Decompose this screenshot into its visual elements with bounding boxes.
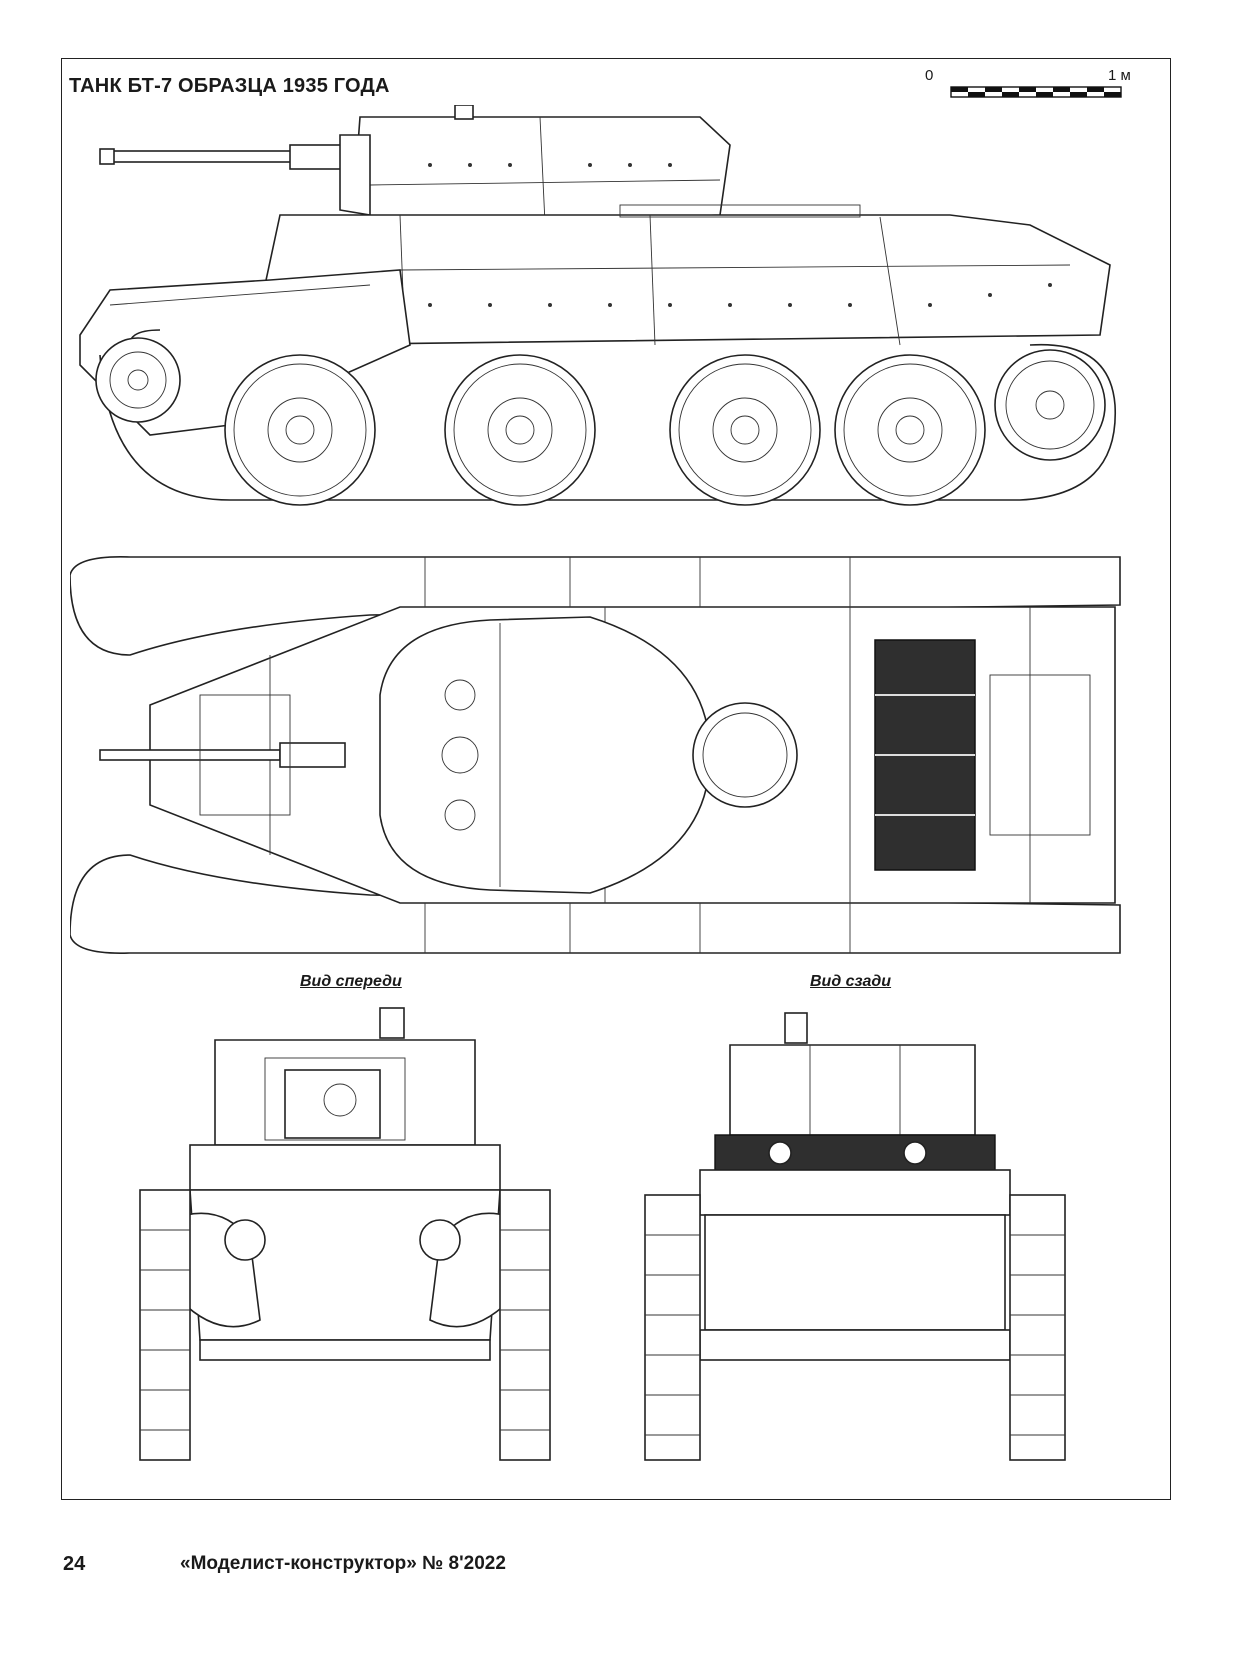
idler-wheel	[95, 337, 181, 423]
scale-bar	[950, 86, 1122, 98]
left-fender	[70, 556, 1121, 656]
top-view-drawing	[70, 556, 1121, 954]
rear-grille	[714, 1134, 996, 1171]
scale-start-label: 0	[925, 67, 934, 84]
turret-top	[379, 616, 711, 894]
front-hull-upper	[189, 1144, 501, 1191]
drawing-frame	[61, 58, 1171, 1500]
magazine-title: «Моделист-конструктор» № 8'2022	[180, 1553, 506, 1574]
road-wheel-4	[834, 354, 986, 506]
scale-end-label: 1 м	[1108, 67, 1131, 84]
front-track-right	[499, 1189, 551, 1461]
road-wheel-1	[224, 354, 376, 506]
front-track-left	[139, 1189, 191, 1461]
road-wheel-3	[669, 354, 821, 506]
track-lower	[99, 343, 1116, 501]
road-wheel-2	[444, 354, 596, 506]
right-fender	[70, 854, 1121, 954]
main-gun-barrel	[109, 150, 301, 163]
rear-hull-plate	[704, 1214, 1006, 1331]
rear-turret	[729, 1044, 976, 1136]
drawing-title: ТАНК БТ-7 ОБРАЗЦА 1935 ГОДА	[69, 75, 390, 97]
rear-view-label: Вид сзади	[810, 973, 892, 990]
rear-track-right	[1009, 1194, 1066, 1461]
side-view-drawing	[79, 105, 1116, 506]
hull-hatch	[692, 702, 798, 808]
front-view-label: Вид спереди	[300, 973, 402, 990]
engine-grille	[874, 639, 976, 871]
rear-track-left	[644, 1194, 701, 1461]
page-number: 24	[63, 1553, 86, 1575]
rear-view-drawing	[644, 1012, 1066, 1461]
front-view-drawing	[139, 1007, 551, 1461]
gun-barrel-top	[99, 749, 281, 761]
drive-sprocket	[994, 349, 1106, 461]
